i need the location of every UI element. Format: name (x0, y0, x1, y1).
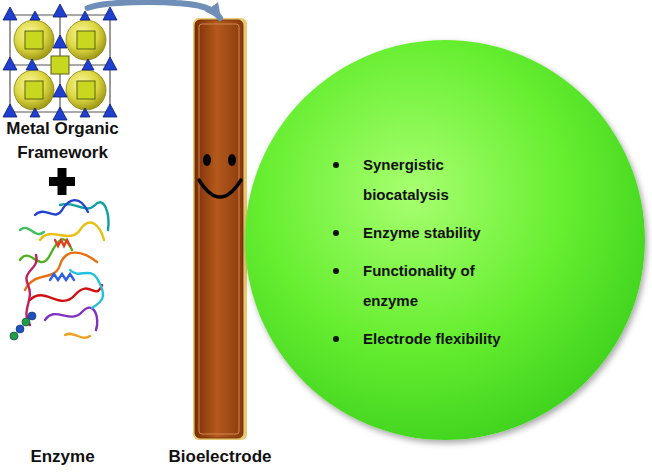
curved-arrow (88, 2, 221, 18)
node-label: Metal Organic Framework (0, 117, 125, 165)
bullet-dot (333, 230, 339, 236)
bullet-item: Enzyme stability (333, 218, 523, 248)
node-label: Bioelectrode (169, 447, 272, 467)
enzyme-beads (10, 312, 36, 340)
caption-block: Metal Organic Framework (0, 117, 125, 165)
enzyme-node: Enzyme (5, 195, 120, 467)
mof-node: Metal Organic Framework (0, 8, 125, 165)
caption-block: Enzyme (5, 447, 120, 467)
bullet-item: Electrode flexibility (333, 324, 523, 354)
feature-text: Electrode flexibility (363, 324, 518, 354)
smiley-face (199, 154, 241, 197)
bullet-item: Functionality of enzyme (333, 256, 523, 316)
enzyme-ribbon (20, 200, 108, 338)
bullet-list: Synergistic biocatalysisEnzyme stability… (333, 150, 523, 362)
feature-text: Synergistic biocatalysis (363, 150, 518, 210)
bullet-dot (333, 162, 339, 168)
electrode-node: Bioelectrode (193, 18, 247, 440)
plus-sign (49, 168, 75, 195)
feature-circle: Synergistic biocatalysisEnzyme stability… (245, 40, 645, 440)
bullet-dot (333, 268, 339, 274)
feature-text: Functionality of enzyme (363, 256, 518, 316)
node-label: Enzyme (5, 447, 120, 467)
mof-structure (3, 4, 117, 120)
feature-text: Enzyme stability (363, 218, 518, 248)
bullet-item: Synergistic biocatalysis (333, 150, 523, 210)
electrode-bar (193, 18, 247, 440)
bullet-dot (333, 336, 339, 342)
